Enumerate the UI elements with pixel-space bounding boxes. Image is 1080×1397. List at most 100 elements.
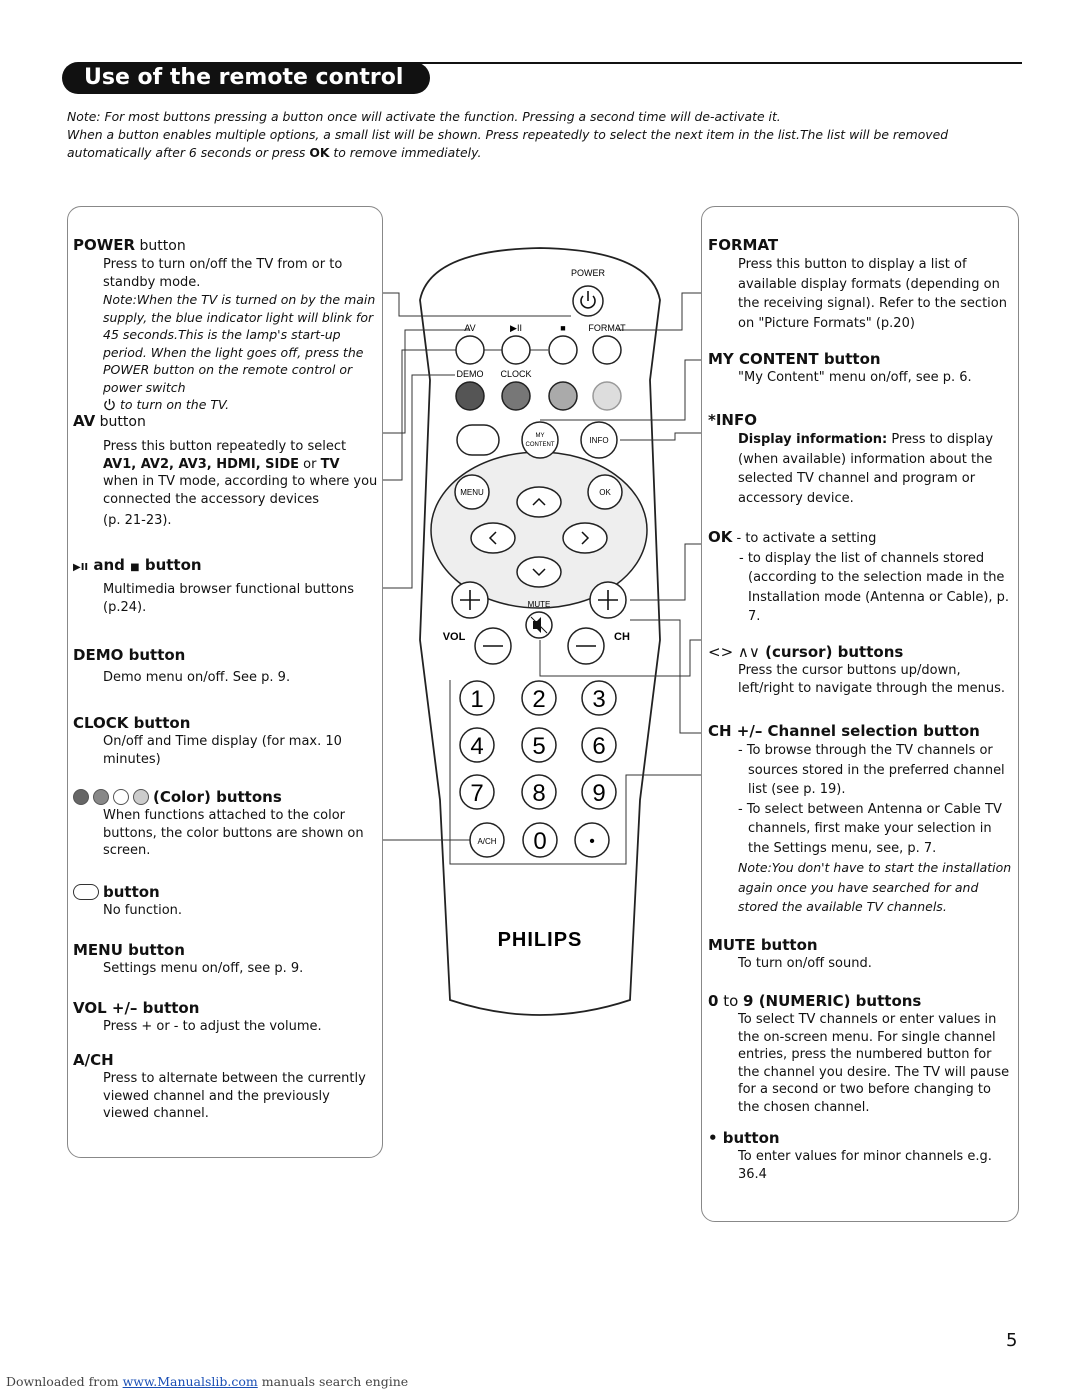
remote-mute-label: MUTE [528,600,551,609]
remote-digit-8-label: 8 [532,780,545,807]
play-pause-icon: ▶II [73,562,89,573]
format-section: FORMAT Press this button to display a li… [708,236,1013,333]
ok-line-2: - to display the list of channels stored… [739,550,1010,625]
intro-line-2: When a button enables multiple options, … [67,127,949,160]
remote-digit-4-label: 4 [470,733,483,760]
remote-info-button [580,421,618,459]
ch-section: CH +/– Channel selection button - To bro… [708,722,1013,917]
playstop-text: Multimedia browser functional buttons (p… [103,582,355,615]
remote-mycontent-button [521,421,559,459]
blank-section: button No function. [73,883,378,920]
remote-demo-label: DEMO [457,369,484,379]
footer: Downloaded from www.Manualslib.com manua… [6,1374,409,1389]
stop-icon: ■ [130,562,140,573]
remote-digit-7-label: 7 [470,780,483,807]
mycontent-heading: MY CONTENT button [708,350,881,368]
manualslib-link[interactable]: www.Manualslib.com [122,1374,258,1389]
remote-av-label: AV [464,323,475,333]
remote-digit-3-label: 3 [592,686,605,713]
mycontent-section: MY CONTENT button "My Content" menu on/o… [708,350,1013,387]
dot-section: • button To enter values for minor chann… [708,1129,1013,1183]
info-heading: *INFO [708,411,757,429]
numeric-heading: 0 to 9 (NUMERIC) buttons [708,992,922,1010]
title-rule [410,62,1022,64]
remote-content-label: CONTENT [526,442,555,448]
remote-digit-2-label: 2 [532,686,545,713]
av-section: AV button Press this button repeatedly t… [73,412,381,530]
remote-ach-label: A/CH [477,837,496,846]
cursor-arrows-icon: <> ∧∨ [708,643,760,661]
remote-clock-label: CLOCK [500,369,531,379]
green-dot-icon [93,789,109,805]
remote-right-button [562,522,608,554]
remote-body [419,247,661,1016]
ch-item-2: - To select between Antenna or Cable TV … [738,801,1002,856]
ok-section: OK - to activate a setting - to display … [708,528,1013,627]
vol-text: Press + or - to adjust the volume. [103,1019,322,1034]
remote-menu-label: MENU [460,488,484,497]
intro-line-1: Note: For most buttons pressing a button… [67,109,781,124]
numeric-text: To select TV channels or enter values in… [738,1012,1010,1115]
remote-digit-4-button [459,727,495,763]
cursor-section: <> ∧∨ (cursor) buttons Press the cursor … [708,643,1013,697]
remote-dot-button [574,822,610,858]
right-panel [701,206,1019,1222]
ch-item-1: - To browse through the TV channels or s… [738,743,1005,797]
remote-av-button [455,335,485,365]
clock-section: CLOCK button On/off and Time display (fo… [73,714,378,768]
yellow-dot-icon [113,789,129,805]
menu-section: MENU button Settings menu on/off, see p.… [73,941,378,978]
remote-digit-8-button [521,774,557,810]
remote-green-button [501,381,531,411]
blank-button-icon [73,884,99,900]
remote-digit-5-label: 5 [532,733,545,760]
power-note: Note:When the TV is turned on by the mai… [103,292,376,412]
remote-0-label: 0 [533,828,546,855]
remote-up-button [516,486,562,518]
mute-text: To turn on/off sound. [738,956,872,971]
remote-format-button [592,335,622,365]
remote-red-button [455,381,485,411]
blank-text: No function. [103,903,183,918]
power-symbol-icon [104,398,115,411]
remote-brand-logo: PHILIPS [498,929,583,951]
power-section: POWER button Press to turn on/off the TV… [73,236,378,414]
ach-section: A/CH Press to alternate between the curr… [73,1051,378,1123]
av-text-1: Press this button repeatedly to select [103,439,347,454]
color-heading: (Color) buttons [73,788,378,807]
remote-digit-6-button [581,727,617,763]
remote-digit-9-button [581,774,617,810]
page-number: 5 [1006,1330,1018,1351]
blank-heading: button [73,883,378,902]
dot-heading: • button [708,1129,780,1147]
remote-yellow-button [548,381,578,411]
power-text: Press to turn on/off the TV from or to s… [103,257,343,290]
blue-dot-icon [133,789,149,805]
cursor-text: Press the cursor buttons up/down, left/r… [738,663,1005,696]
color-text: When functions attached to the color but… [103,808,364,858]
mute-heading: MUTE button [708,936,818,954]
power-heading: POWER button [73,236,186,254]
format-text: Press this button to display a list of a… [738,257,1007,331]
menu-text: Settings menu on/off, see p. 9. [103,961,304,976]
remote-left-button [470,522,516,554]
color-section: (Color) buttons When functions attached … [73,788,378,860]
mycontent-text: "My Content" menu on/off, see p. 6. [738,370,972,385]
remote-menu-button [454,474,490,510]
remote-vol-label: VOL [443,631,466,643]
remote-stop-button [548,335,578,365]
ch-heading: CH +/– Channel selection button [708,722,980,740]
dot-text: To enter values for minor channels e.g. … [738,1149,992,1182]
av-heading: AV button [73,412,146,430]
mute-section: MUTE button To turn on/off sound. [708,936,1013,973]
remote-ok-button [587,474,623,510]
demo-section: DEMO button Demo menu on/off. See p. 9. [73,646,378,687]
cursor-heading: <> ∧∨ (cursor) buttons [708,643,904,661]
ok-line-1: OK - to activate a setting [708,528,877,546]
av-text-3: when in TV mode, according to where you … [103,474,378,507]
remote-my-label: MY [536,433,545,439]
remote-digit-9-label: 9 [592,780,605,807]
remote-blank-button [456,424,500,456]
playstop-section: ▶II and ■ button Multimedia browser func… [73,556,378,616]
